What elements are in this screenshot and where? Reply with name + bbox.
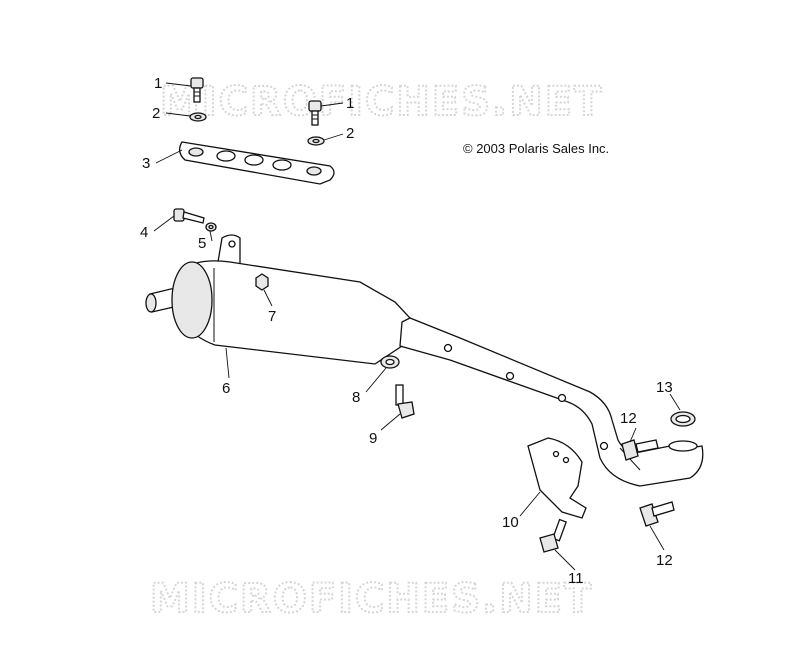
nut-part-7 bbox=[255, 273, 269, 291]
gasket-ring-part-13 bbox=[670, 411, 696, 427]
callout-11: 11 bbox=[568, 570, 584, 587]
bolt-part-4 bbox=[173, 208, 205, 224]
head-pipe bbox=[399, 317, 704, 487]
callout-1-left: 1 bbox=[154, 75, 162, 92]
bolt-part-12-lower bbox=[639, 501, 675, 527]
washer-part-2-right bbox=[307, 136, 325, 146]
washer-part-2-left bbox=[189, 112, 207, 122]
callout-4: 4 bbox=[140, 224, 148, 241]
callout-6: 6 bbox=[222, 380, 230, 397]
watermark-bottom: MICROFICHES.NET bbox=[150, 576, 593, 622]
callout-7: 7 bbox=[268, 308, 276, 325]
callout-5: 5 bbox=[198, 235, 206, 252]
callout-12-lower: 12 bbox=[656, 552, 673, 569]
muffler-part-6 bbox=[145, 234, 411, 365]
callout-12-upper: 12 bbox=[620, 410, 637, 427]
bolt-part-9 bbox=[395, 384, 415, 419]
callout-2-right: 2 bbox=[346, 125, 354, 142]
washer-part-8 bbox=[380, 355, 400, 369]
bolt-part-1-left bbox=[190, 77, 204, 103]
bolt-part-11 bbox=[539, 518, 568, 553]
bracket-plate-part-3 bbox=[178, 141, 335, 185]
watermark-top: MICROFICHES.NET bbox=[160, 79, 603, 125]
callout-2-left: 2 bbox=[152, 105, 160, 122]
callout-3: 3 bbox=[142, 155, 150, 172]
callout-9: 9 bbox=[369, 430, 377, 447]
callout-1-right: 1 bbox=[346, 95, 354, 112]
copyright-text: © 2003 Polaris Sales Inc. bbox=[463, 141, 609, 156]
leader-lines bbox=[153, 82, 681, 571]
callout-13: 13 bbox=[656, 379, 673, 396]
washer-part-5 bbox=[205, 222, 217, 232]
bracket-part-10 bbox=[527, 437, 587, 519]
callout-10: 10 bbox=[502, 514, 519, 531]
callout-8: 8 bbox=[352, 389, 360, 406]
